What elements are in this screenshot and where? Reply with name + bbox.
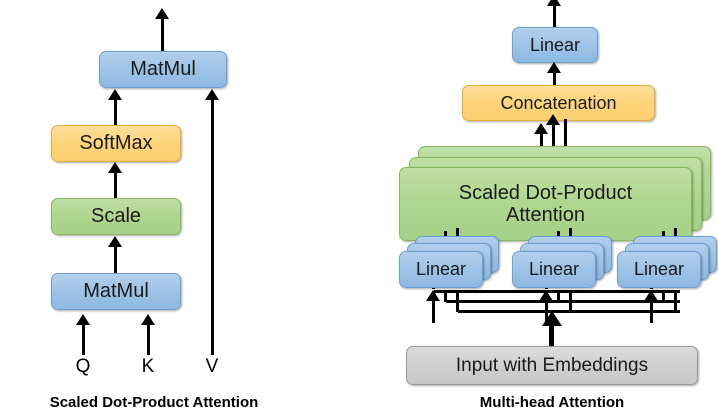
- right-panel-caption: Multi-head Attention: [479, 394, 625, 411]
- q-arrow-shaft: [82, 325, 85, 355]
- node-linear-q-label: Linear: [415, 259, 467, 280]
- input-riser-k-2: [557, 292, 560, 302]
- input-label-q: Q: [75, 356, 91, 377]
- input-riser-q-3: [456, 292, 459, 312]
- input-bus-line-2: [446, 300, 680, 303]
- node-matmul-top[interactable]: MatMul: [99, 51, 227, 88]
- node-linear-q-front[interactable]: Linear: [399, 251, 483, 288]
- softmax-to-matmul-head: [108, 89, 122, 100]
- node-matmul-bottom-label: MatMul: [83, 280, 149, 303]
- output-arrow-head: [155, 8, 169, 19]
- matmul-to-scale-head: [108, 236, 122, 247]
- node-input-embeddings[interactable]: Input with Embeddings: [406, 346, 698, 385]
- output-arrow-shaft: [161, 18, 164, 54]
- node-linear-output[interactable]: Linear: [512, 27, 598, 63]
- input-riser-v-2: [662, 292, 665, 302]
- v-arrow-shaft: [211, 99, 214, 355]
- input-riser-v-1: [650, 300, 653, 323]
- mh-output-arrow-head: [547, 0, 561, 6]
- node-input-embeddings-label: Input with Embeddings: [455, 354, 649, 376]
- k-arrow-shaft: [147, 325, 150, 355]
- node-linear-k-label: Linear: [528, 259, 580, 280]
- input-riser-k-head: [539, 290, 553, 301]
- input-label-k: K: [141, 356, 155, 377]
- node-concatenation-label: Concatenation: [500, 92, 617, 113]
- node-attention-label-line2: Attention: [506, 204, 585, 226]
- input-riser-k-3: [569, 292, 572, 312]
- head-out-shaft-3: [564, 119, 567, 161]
- input-label-v: V: [205, 356, 219, 377]
- node-scale-label: Scale: [90, 205, 142, 228]
- v-arrow-head: [205, 89, 219, 100]
- mh-output-arrow-shaft: [553, 4, 556, 29]
- input-riser-q-2: [444, 292, 447, 302]
- node-linear-v-front[interactable]: Linear: [617, 251, 701, 288]
- scale-to-softmax-shaft: [114, 172, 117, 199]
- softmax-to-matmul-shaft: [114, 99, 117, 126]
- head-out-head-2: [546, 114, 560, 125]
- node-scale[interactable]: Scale: [51, 198, 181, 235]
- input-bus-right-1: [677, 290, 680, 293]
- head-out-head-1: [534, 123, 548, 134]
- main-input-arrow-head: [542, 311, 562, 326]
- scale-to-softmax-head: [108, 162, 122, 173]
- node-linear-output-label: Linear: [529, 34, 581, 55]
- node-matmul-top-label: MatMul: [130, 58, 196, 81]
- q-arrow-head: [76, 314, 90, 325]
- node-linear-k-front[interactable]: Linear: [512, 251, 596, 288]
- input-riser-v-head: [644, 290, 658, 301]
- node-softmax[interactable]: SoftMax: [51, 125, 181, 162]
- node-softmax-label: SoftMax: [79, 132, 153, 155]
- node-linear-v-label: Linear: [633, 259, 685, 280]
- input-riser-q-1: [432, 300, 435, 323]
- k-arrow-head: [141, 314, 155, 325]
- node-attention-front[interactable]: Scaled Dot-Product Attention: [399, 167, 692, 241]
- node-attention-label-line1: Scaled Dot-Product: [458, 181, 633, 204]
- concat-to-linear-head: [547, 62, 561, 73]
- matmul-to-scale-shaft: [114, 246, 117, 273]
- node-matmul-bottom[interactable]: MatMul: [51, 273, 181, 310]
- main-input-arrow-shaft: [549, 323, 554, 348]
- concat-to-linear-shaft: [553, 72, 556, 86]
- input-riser-q-head: [426, 290, 440, 301]
- left-panel-caption: Scaled Dot-Product Attention: [49, 394, 259, 411]
- input-riser-v-3: [674, 292, 677, 312]
- input-bus-right-2: [677, 300, 680, 303]
- input-bus-line-1: [434, 290, 680, 293]
